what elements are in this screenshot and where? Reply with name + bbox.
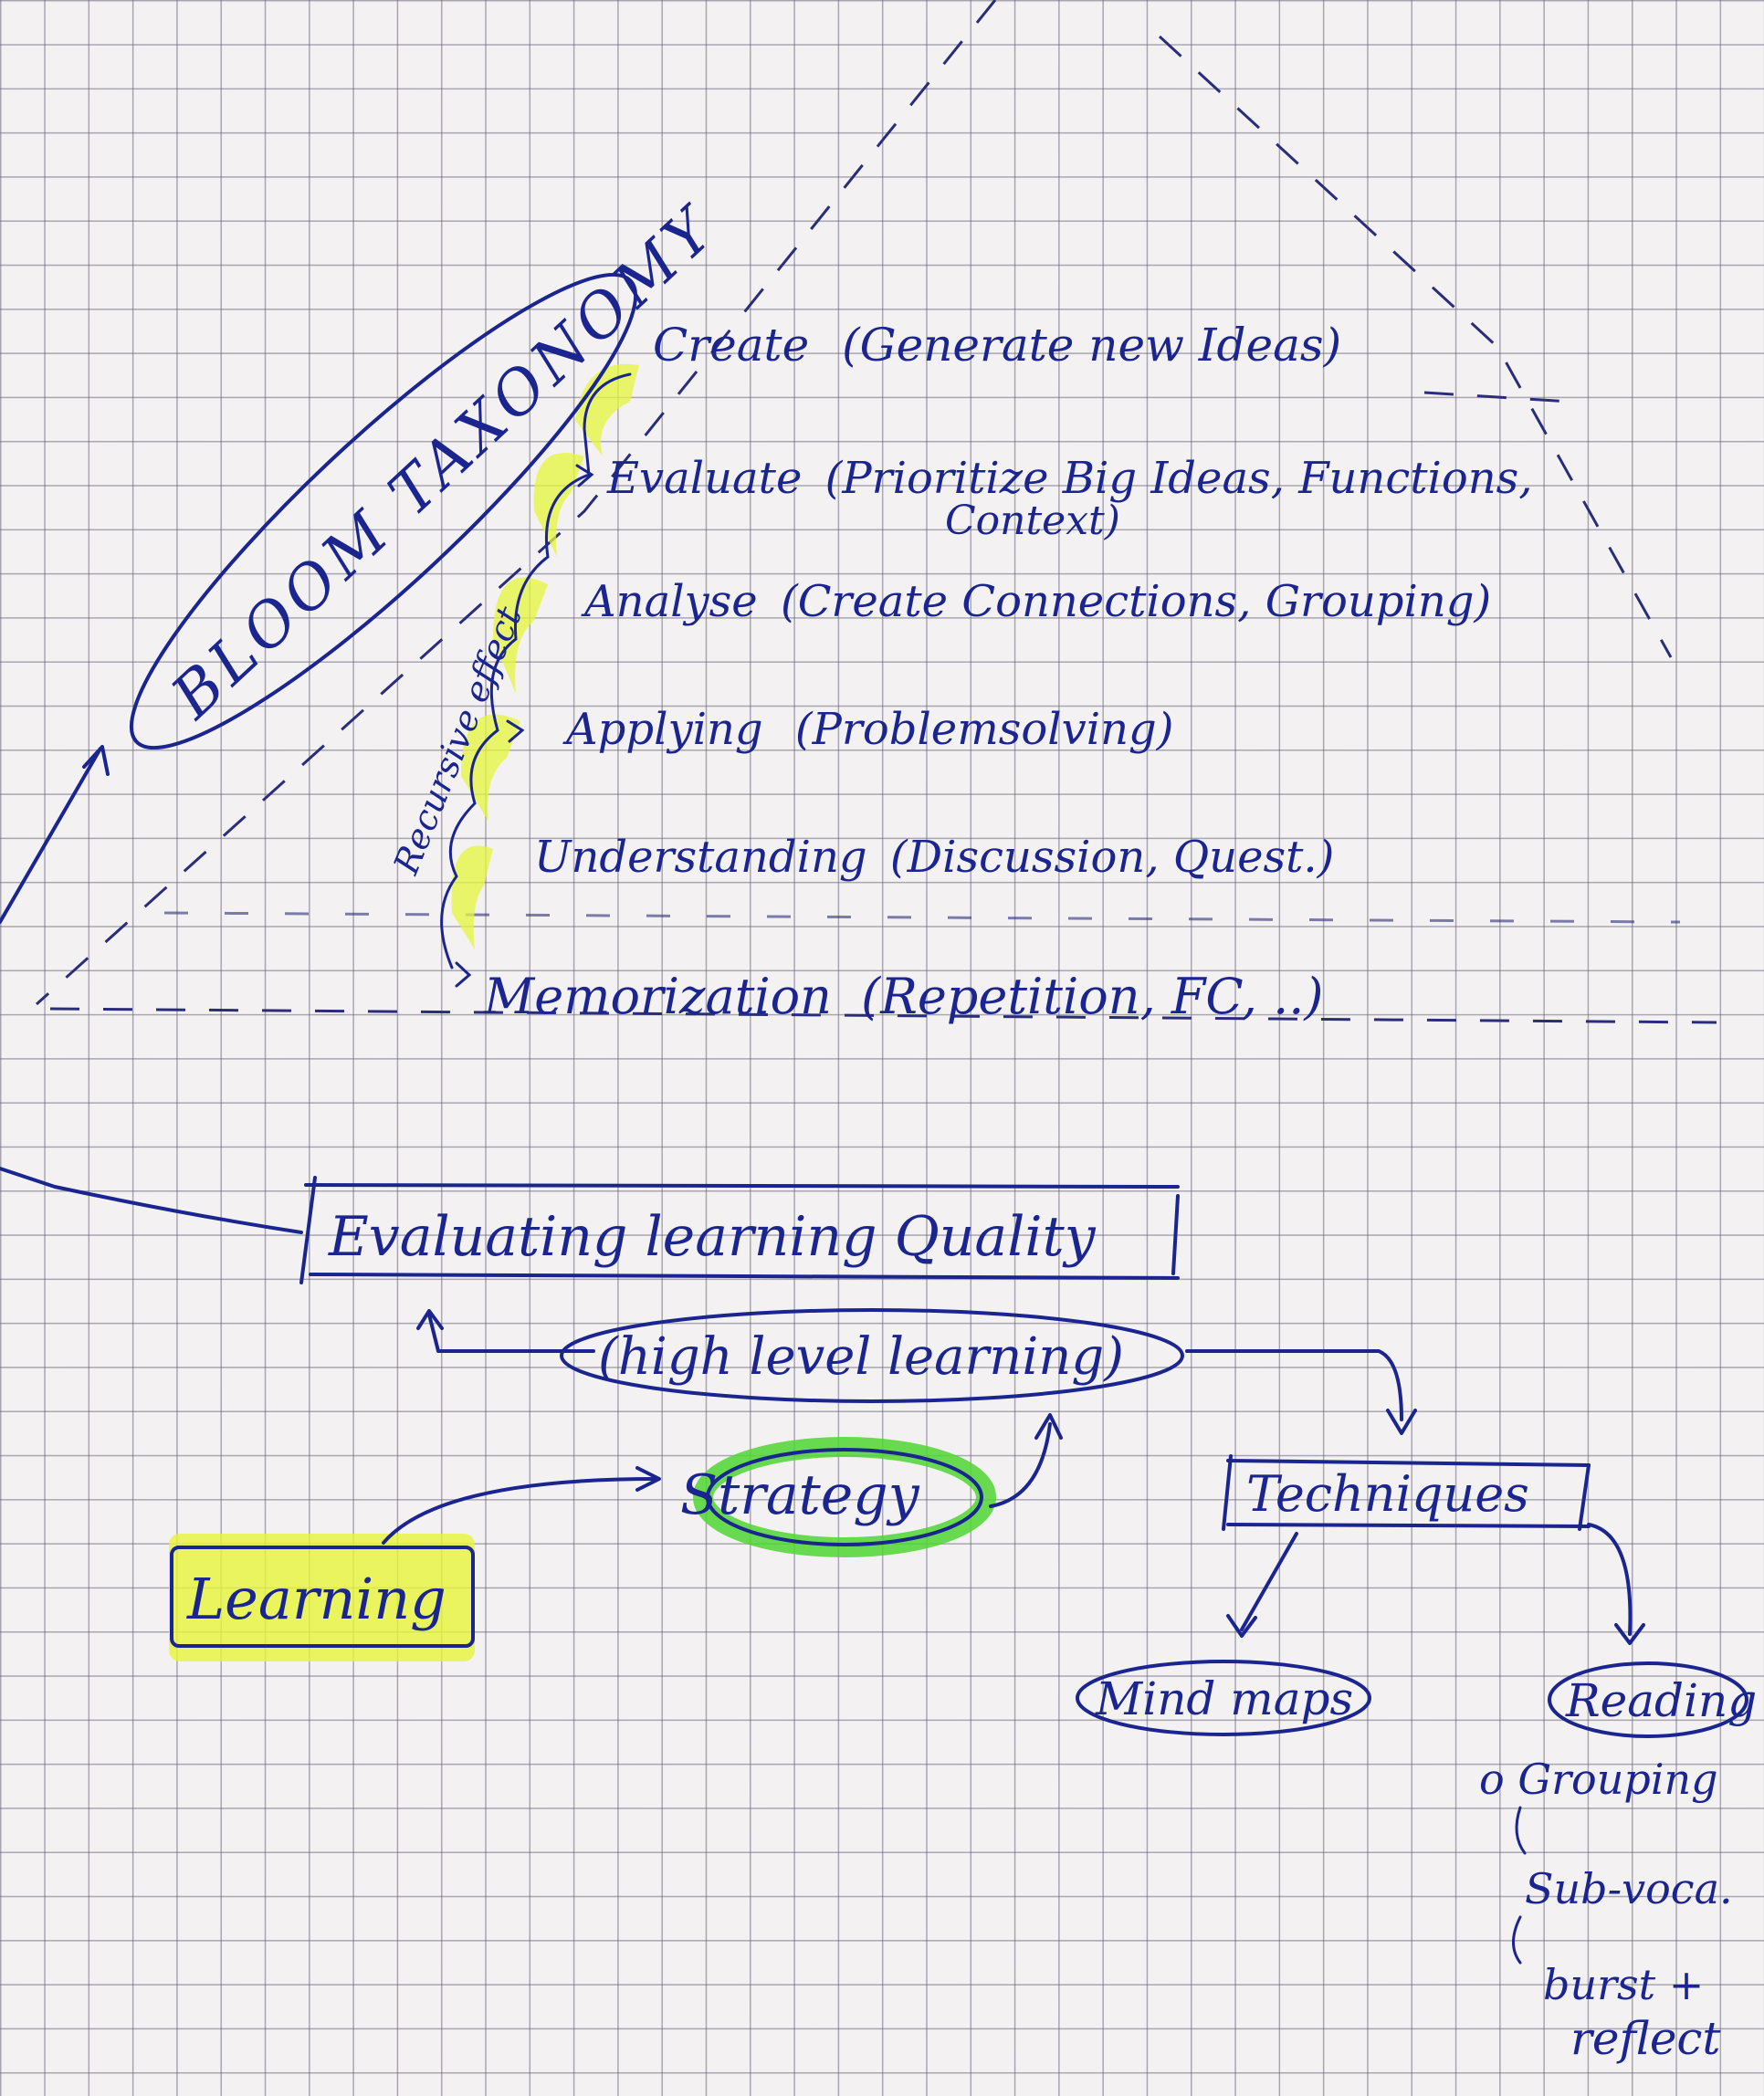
bloom-arrow-head: [82, 745, 110, 776]
evaluating-label: Evaluating learning Quality: [328, 1205, 1097, 1269]
learning-arrowhead: [635, 1466, 661, 1492]
strategy-oval: [706, 1448, 983, 1546]
eval-to-bloom-line: [0, 1167, 303, 1234]
learning-to-strategy-line: [382, 1477, 659, 1545]
techniques-arrowhead: [1386, 1409, 1417, 1435]
evaluating-box: Evaluating learning Quality: [299, 1176, 1180, 1284]
pyramid-outline: [35, 0, 1717, 1024]
step-arrow-1: [1515, 1806, 1527, 1855]
techniques-box: Techniques: [1222, 1454, 1591, 1531]
level-understanding: Understanding (Discussion, Quest.): [534, 832, 1334, 883]
high-to-eval-arrowhead: [416, 1309, 444, 1330]
techniques-to-reading-line: [1587, 1523, 1633, 1636]
level-applying: Applying (Problemsolving): [562, 704, 1173, 755]
reading-label: Reading: [1565, 1674, 1757, 1727]
level-create: Create (Generate new Ideas): [653, 319, 1341, 372]
bloom-title-oval: [129, 272, 638, 750]
level-evaluate: Evaluate (Prioritize Big Ideas, Function…: [606, 453, 1533, 504]
level-evaluate-context: Context): [945, 498, 1120, 544]
learning-highlight: [169, 1534, 475, 1661]
strategy-label: Strategy: [680, 1463, 920, 1527]
mindmaps-arrowhead: [1226, 1614, 1257, 1638]
chain-arrow-heads: [455, 464, 594, 988]
step-reflect: reflect: [1570, 2012, 1721, 2065]
learning-box: [170, 1546, 475, 1648]
mind-maps-label: Mind maps: [1095, 1672, 1353, 1725]
high-to-eval-line: [427, 1313, 595, 1353]
taxonomy-levels: Create (Generate new Ideas) Evaluate (Pr…: [483, 319, 1533, 1025]
step-subvoca: Sub-voca.: [1525, 1864, 1733, 1913]
bloom-arrow-line: [0, 747, 102, 924]
techniques-label: Techniques: [1246, 1465, 1529, 1523]
techniques-to-mindmaps-line: [1240, 1532, 1298, 1631]
reading-oval: [1548, 1661, 1748, 1738]
level-memorization: Memorization (Repetition, FC, ..): [483, 968, 1323, 1025]
step-burst: burst +: [1543, 1960, 1704, 2009]
recursive-chain: [440, 372, 632, 969]
high-to-techniques-line: [1185, 1349, 1403, 1421]
mind-maps-oval: [1076, 1660, 1371, 1736]
reading-steps: o Grouping Sub-voca. burst + reflect: [1479, 1755, 1733, 2065]
strategy-to-high-line: [989, 1422, 1052, 1508]
step-grouping: o Grouping: [1479, 1755, 1718, 1804]
high-level-oval: [560, 1308, 1184, 1403]
step-arrow-2: [1512, 1915, 1522, 1965]
reading-arrowhead: [1614, 1623, 1645, 1645]
strategy-highlight: [693, 1437, 996, 1557]
level-analyse: Analyse (Create Connections, Grouping): [581, 576, 1491, 627]
learning-label: Learning: [186, 1566, 446, 1632]
high-level-label: (high level learning): [598, 1327, 1124, 1387]
strategy-arrowhead: [1034, 1413, 1063, 1440]
